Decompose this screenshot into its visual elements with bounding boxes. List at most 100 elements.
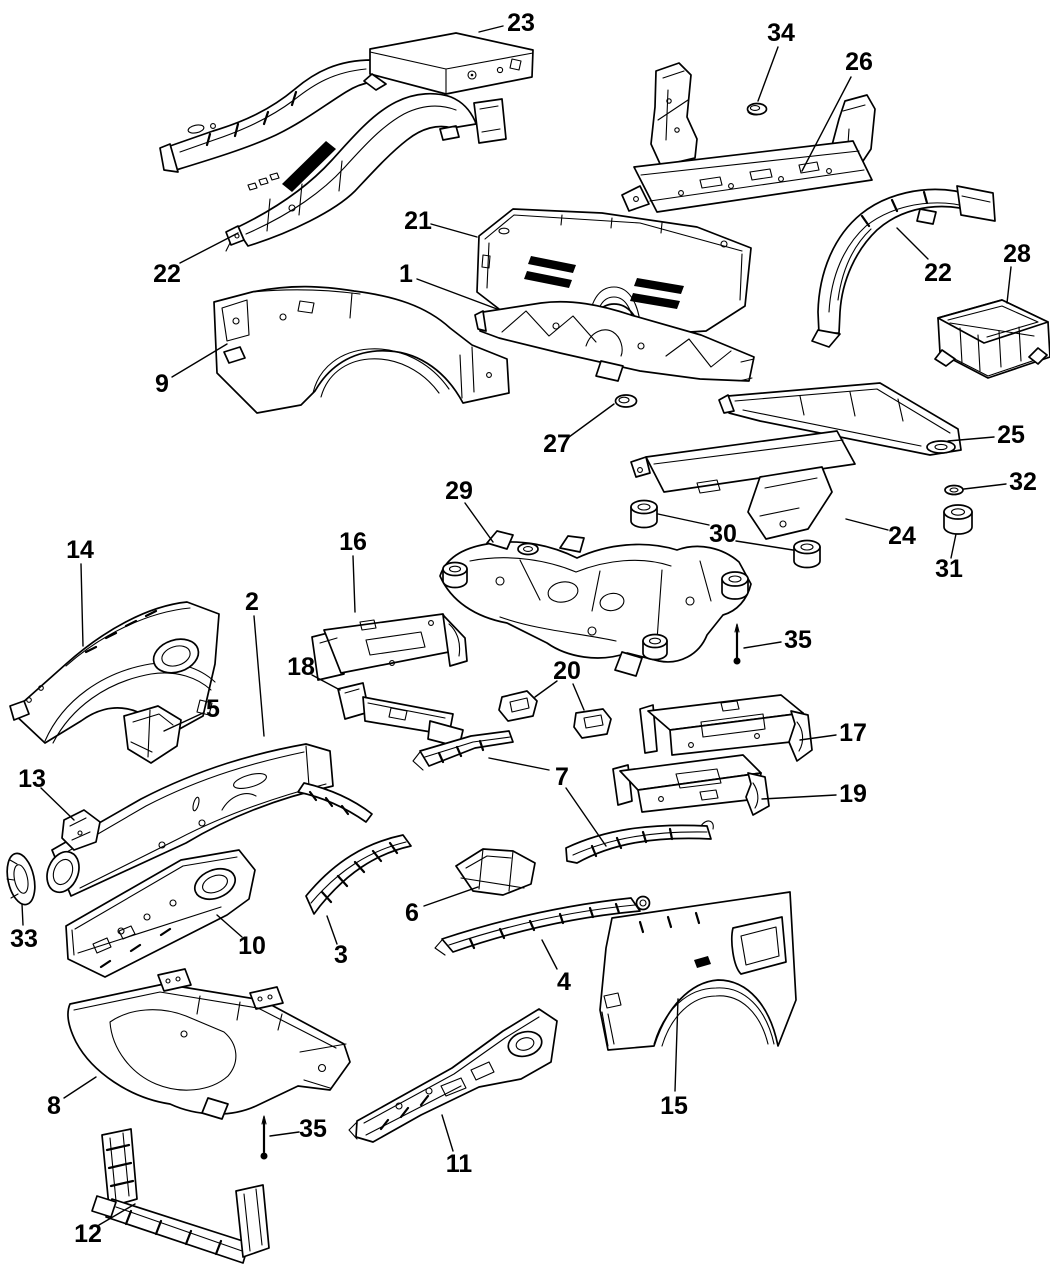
leader-31: [950, 533, 957, 559]
part-20-brackets: [498, 690, 612, 739]
leader-22a: [179, 232, 239, 264]
leader-11: [441, 1114, 454, 1152]
callout-9: 9: [155, 370, 169, 398]
leader-30a: [657, 513, 710, 526]
leader-13: [40, 787, 75, 821]
leader-35b: [269, 1131, 300, 1137]
part-4-sill-strip: [434, 895, 651, 956]
callout-1: 1: [399, 260, 413, 288]
part-17-rear-crossmember-beam: [639, 694, 813, 762]
leader-35a: [743, 641, 782, 649]
leader-8: [63, 1076, 97, 1099]
leader-1: [416, 278, 498, 310]
part-34-plug: [746, 102, 768, 116]
leader-10: [216, 914, 243, 938]
leader-7a: [488, 757, 550, 771]
callout-34: 34: [767, 19, 795, 47]
callout-35-lower: 35: [299, 1115, 327, 1143]
callout-29: 29: [445, 477, 473, 505]
part-5-bracket: [123, 705, 182, 764]
callout-labels: 23 34 26 22 28 22 21 1 9 27 25 32 24 30 …: [10, 9, 1037, 1248]
leader-33: [21, 903, 24, 926]
leader-5: [163, 712, 204, 732]
leader-23: [478, 25, 504, 33]
part-2-front-rail-left: [46, 743, 373, 897]
leader-27: [568, 403, 615, 438]
callout-35-upper: 35: [784, 626, 812, 654]
leader-20b: [572, 683, 585, 711]
callout-23: 23: [507, 9, 535, 37]
part-33-grommet-ring: [6, 852, 36, 906]
leader-lines: [21, 25, 1012, 1226]
part-11-rail-inner-right: [348, 1008, 558, 1143]
part-19-crossmember-support: [612, 754, 770, 816]
callout-11: 11: [446, 1150, 473, 1178]
leader-19: [761, 794, 837, 800]
callout-3: 3: [334, 941, 348, 969]
leader-16: [352, 555, 356, 613]
callout-21: 21: [404, 207, 432, 235]
leader-6: [423, 886, 479, 907]
part-9-front-wheelhouse-left: [213, 285, 510, 414]
leader-17: [799, 734, 837, 741]
part-35-bolt-upper: [733, 623, 741, 665]
part-35-bolt-lower: [260, 1115, 268, 1160]
part-29-rear-suspension-subframe: [439, 530, 752, 677]
leader-32: [963, 483, 1007, 490]
part-23-frame-rail-with-extension: [159, 32, 534, 173]
leader-22b: [896, 227, 929, 260]
part-25-rear-rail: [718, 382, 962, 456]
callout-20: 20: [553, 657, 581, 685]
callout-22-right: 22: [924, 259, 952, 287]
callout-24: 24: [888, 522, 916, 550]
leader-24: [845, 518, 889, 531]
callout-2: 2: [245, 588, 259, 616]
leader-21: [430, 223, 478, 238]
part-3-curved-rail-strip: [305, 834, 412, 915]
leader-28: [1006, 266, 1012, 304]
part-16-rail-reinforcement: [311, 613, 468, 681]
part-8-engine-cradle: [67, 968, 351, 1120]
part-6-bracket: [455, 848, 536, 896]
callout-18: 18: [287, 653, 315, 681]
leader-20a: [534, 680, 558, 698]
leader-30b: [735, 540, 794, 551]
callout-15: 15: [660, 1092, 688, 1120]
part-22-frame-rail-right: [811, 185, 996, 348]
callout-31: 31: [935, 555, 963, 583]
part-12-lower-crossmember: [91, 1128, 270, 1264]
part-14-fender-support-left: [9, 601, 220, 744]
part-13-bracket: [61, 809, 101, 851]
part-30-bushings: [630, 499, 821, 569]
part-1-floor-crossmember: [474, 300, 755, 382]
callout-28: 28: [1003, 240, 1031, 268]
callout-22-left: 22: [153, 260, 181, 288]
leader-3: [326, 915, 338, 945]
leader-25: [947, 436, 995, 442]
part-28-battery-tray: [934, 299, 1050, 379]
part-31-bushing: [943, 504, 973, 535]
leader-12: [98, 1203, 136, 1226]
part-27-plug: [614, 394, 638, 408]
callout-17: 17: [839, 719, 867, 747]
part-26-rear-crossmember: [621, 62, 876, 213]
callout-14: 14: [66, 536, 94, 564]
callout-33: 33: [10, 925, 38, 953]
callout-4: 4: [557, 968, 571, 996]
leader-34: [757, 46, 779, 102]
part-22-frame-rail-left: [225, 92, 507, 252]
leader-15: [674, 998, 679, 1092]
callout-6: 6: [405, 899, 419, 927]
callout-8: 8: [47, 1092, 61, 1120]
callout-7: 7: [555, 763, 569, 791]
leader-4: [541, 939, 558, 970]
callout-5: 5: [206, 695, 220, 723]
part-24-suspension-crossmember: [630, 430, 856, 540]
leader-9: [171, 343, 228, 378]
leader-14: [80, 563, 84, 647]
leader-2: [253, 615, 265, 737]
leader-7b: [565, 787, 607, 847]
part-10-rail-inner-left: [65, 849, 256, 978]
